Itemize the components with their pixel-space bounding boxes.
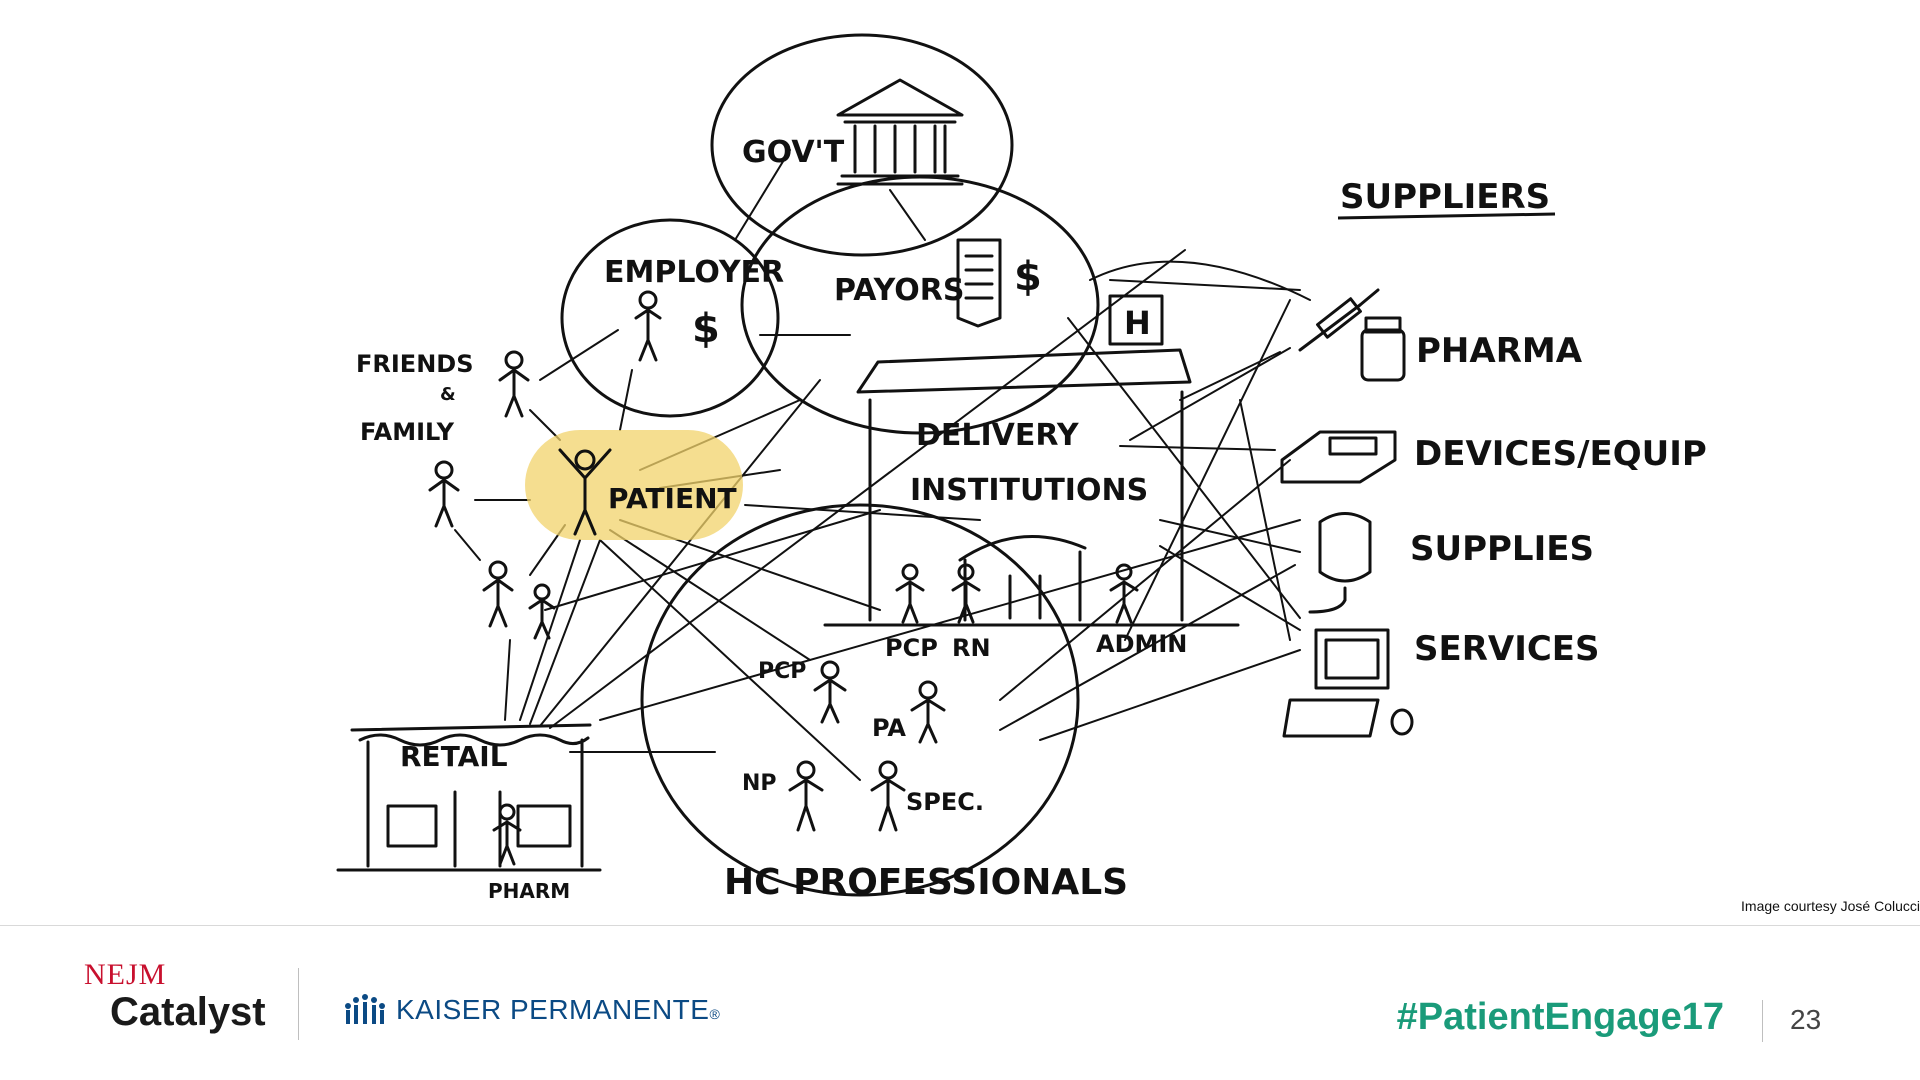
label-friends: FRIENDS <box>356 350 474 378</box>
footer-divider <box>0 925 1920 926</box>
figure-pharm <box>492 803 522 866</box>
employer-circle <box>560 218 780 418</box>
kaiser-permanente-text: KAISER PERMANENTE® <box>396 994 721 1025</box>
iv-bag-icon <box>1308 512 1372 614</box>
label-retail: RETAIL <box>400 740 508 773</box>
figure-pa <box>910 680 946 744</box>
label-services: SERVICES <box>1414 629 1600 669</box>
logo-separator <box>298 968 299 1040</box>
syringe-icon <box>1298 288 1380 352</box>
label-pa: PA <box>872 714 906 742</box>
label-pcp-inst: PCP <box>885 634 938 662</box>
figure-pcp-inst <box>895 563 925 624</box>
page-number: 23 <box>1790 1004 1822 1035</box>
label-supplies: SUPPLIES <box>1410 529 1594 569</box>
retail-store-icon <box>336 723 602 872</box>
label-admin: ADMIN <box>1096 630 1187 658</box>
figure-friends-3 <box>482 560 514 628</box>
label-hospital-h: H <box>1124 304 1151 342</box>
pill-bottle-icon <box>1360 316 1406 382</box>
kaiser-permanente-icon <box>345 994 385 1024</box>
label-employer: EMPLOYER <box>604 255 784 290</box>
label-govt: GOV'T <box>742 135 845 170</box>
page-number-separator <box>1762 1000 1763 1042</box>
label-suppliers: SUPPLIERS <box>1340 177 1550 217</box>
label-delivery: DELIVERY <box>916 418 1080 453</box>
kaiser-permanente-logo: KAISER PERMANENTE® <box>342 990 720 1026</box>
catalyst-logo-text: Catalyst <box>110 990 266 1034</box>
connection-lines <box>454 149 1311 781</box>
figure-friends-4 <box>528 583 556 640</box>
label-patient: PATIENT <box>608 482 737 515</box>
label-payors: PAYORS <box>834 273 964 308</box>
hc-professionals-circle <box>640 503 1080 897</box>
label-institutions: INSTITUTIONS <box>910 473 1148 508</box>
event-hashtag: #PatientEngage17 <box>1396 996 1724 1038</box>
figure-hc-pcp <box>813 660 847 724</box>
figure-employer <box>634 290 662 362</box>
label-rn: RN <box>952 634 991 662</box>
label-hc-professionals: HC PROFESSIONALS <box>724 862 1128 903</box>
nejm-catalyst-logo: NEJM Catalyst <box>84 958 274 1038</box>
label-spec: SPEC. <box>906 788 984 816</box>
computer-icon <box>1282 628 1414 738</box>
label-pharm: PHARM <box>488 879 570 903</box>
govt-circle <box>710 33 1014 257</box>
label-dollar-employer: $ <box>692 306 720 352</box>
government-building-icon <box>836 78 964 186</box>
label-pharma: PHARMA <box>1416 331 1583 371</box>
label-dollar-payors: $ <box>1014 254 1042 300</box>
receipt-icon <box>956 238 1002 328</box>
healthcare-ecosystem-diagram: GOV'T EMPLOYER $ PAYORS $ H FRIENDS & FA… <box>336 33 1707 903</box>
label-friends-amp: & <box>440 384 456 405</box>
label-np: NP <box>742 771 777 796</box>
hospital-building-icon <box>823 294 1240 627</box>
figure-np <box>788 760 824 832</box>
device-equipment-icon <box>1280 430 1397 484</box>
label-devices: DEVICES/EQUIP <box>1414 434 1707 474</box>
patient-highlight <box>525 430 743 540</box>
image-credit: Image courtesy José Colucci <box>1741 898 1920 914</box>
figure-friends-2 <box>428 460 460 528</box>
nejm-logo-text: NEJM <box>84 958 167 991</box>
label-hc-pcp: PCP <box>758 659 806 684</box>
label-family: FAMILY <box>360 418 455 446</box>
figure-spec <box>870 760 906 832</box>
figure-friends-1 <box>498 350 530 418</box>
suppliers-underline <box>1337 212 1556 220</box>
